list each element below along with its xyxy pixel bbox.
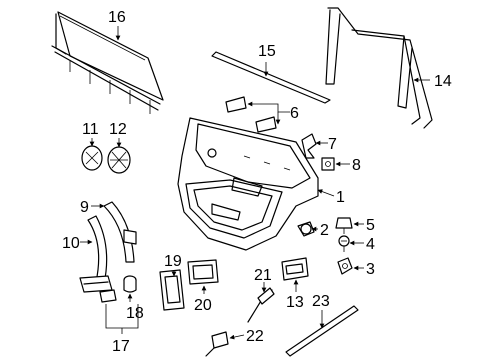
grab-handle-part-10[interactable] [87, 215, 108, 285]
belt-molding-part[interactable] [211, 51, 331, 104]
callout-4: 4 [366, 236, 375, 253]
round-cover-part-11[interactable] [81, 145, 103, 171]
callout-16: 16 [108, 9, 126, 26]
callout-17: 17 [112, 338, 130, 355]
callout-23: 23 [312, 293, 330, 310]
clip-part-6[interactable] [225, 96, 277, 133]
callout-3: 3 [366, 261, 375, 278]
callout-7: 7 [328, 136, 337, 153]
trim-strip-part-23[interactable] [285, 305, 359, 357]
callout-13: 13 [286, 294, 304, 311]
door-trim-panel-part[interactable] [177, 117, 319, 251]
callout-labels: 16 15 14 6 7 8 1 2 5 4 3 11 12 9 10 19 2… [62, 9, 452, 355]
callout-12: 12 [109, 121, 127, 138]
callout-18: 18 [126, 305, 144, 322]
grab-handle-part-9[interactable] [103, 201, 137, 263]
callout-20: 20 [194, 297, 212, 314]
callout-5: 5 [366, 217, 375, 234]
fastener-part-2[interactable] [297, 221, 315, 237]
callout-8: 8 [352, 157, 361, 174]
clip-part-5[interactable] [335, 217, 353, 234]
callout-22: 22 [246, 328, 264, 345]
connector-part-22[interactable] [205, 331, 229, 357]
round-cover-part-12[interactable] [107, 146, 131, 174]
callout-15: 15 [258, 43, 276, 60]
sunshade-part[interactable] [51, 11, 164, 114]
window-channel-part[interactable] [325, 7, 433, 129]
knob-part-18[interactable] [123, 275, 137, 293]
bezel-part-19[interactable] [159, 269, 185, 311]
callout-11: 11 [82, 121, 99, 138]
leader-lines [80, 26, 430, 340]
callout-6: 6 [290, 105, 299, 122]
screw-part-4[interactable] [338, 235, 350, 252]
switch-part-13[interactable] [281, 257, 309, 281]
clip-part-8[interactable] [321, 157, 335, 171]
callout-14: 14 [434, 73, 452, 90]
callout-10: 10 [62, 235, 80, 252]
bracket-part-7[interactable] [301, 133, 317, 159]
switch-housing-part-17[interactable] [79, 275, 117, 303]
callout-21: 21 [254, 267, 272, 284]
bezel-part-20[interactable] [187, 259, 219, 285]
callout-19: 19 [164, 253, 182, 270]
callout-2: 2 [320, 222, 329, 239]
clip-part-3[interactable] [337, 257, 353, 275]
harness-part-21[interactable] [247, 287, 275, 323]
callout-9: 9 [80, 199, 89, 216]
callout-1: 1 [336, 189, 345, 206]
